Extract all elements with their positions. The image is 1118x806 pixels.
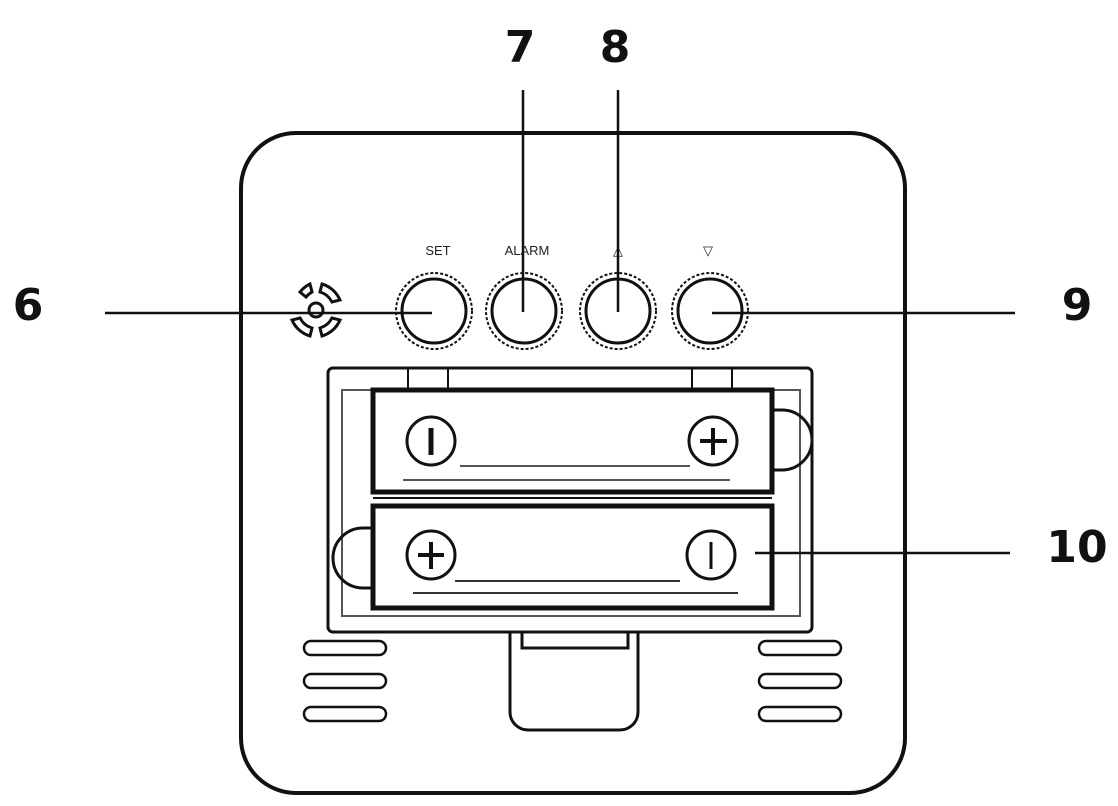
plus-icon — [405, 529, 457, 581]
minus-icon — [405, 415, 457, 467]
set-label: SET — [425, 243, 450, 258]
alarm-label: ALARM — [505, 243, 550, 258]
callout-10: 10 — [1046, 522, 1107, 573]
down-button[interactable] — [671, 272, 749, 350]
stand — [508, 632, 640, 732]
clock-body — [239, 131, 907, 795]
set-button[interactable] — [395, 272, 473, 350]
vents-left — [302, 639, 388, 723]
callout-7: 7 — [505, 22, 536, 73]
battery-top — [370, 387, 814, 495]
battery-bottom — [331, 503, 775, 611]
minus-icon — [685, 529, 737, 581]
callout-lines — [105, 90, 1015, 555]
callout-8: 8 — [600, 22, 631, 73]
callout-9: 9 — [1062, 280, 1093, 331]
down-label: ▽ — [703, 243, 713, 258]
speaker-icon — [289, 281, 343, 338]
plus-icon — [687, 415, 739, 467]
vents-right — [757, 639, 843, 723]
callout-6: 6 — [13, 280, 44, 331]
